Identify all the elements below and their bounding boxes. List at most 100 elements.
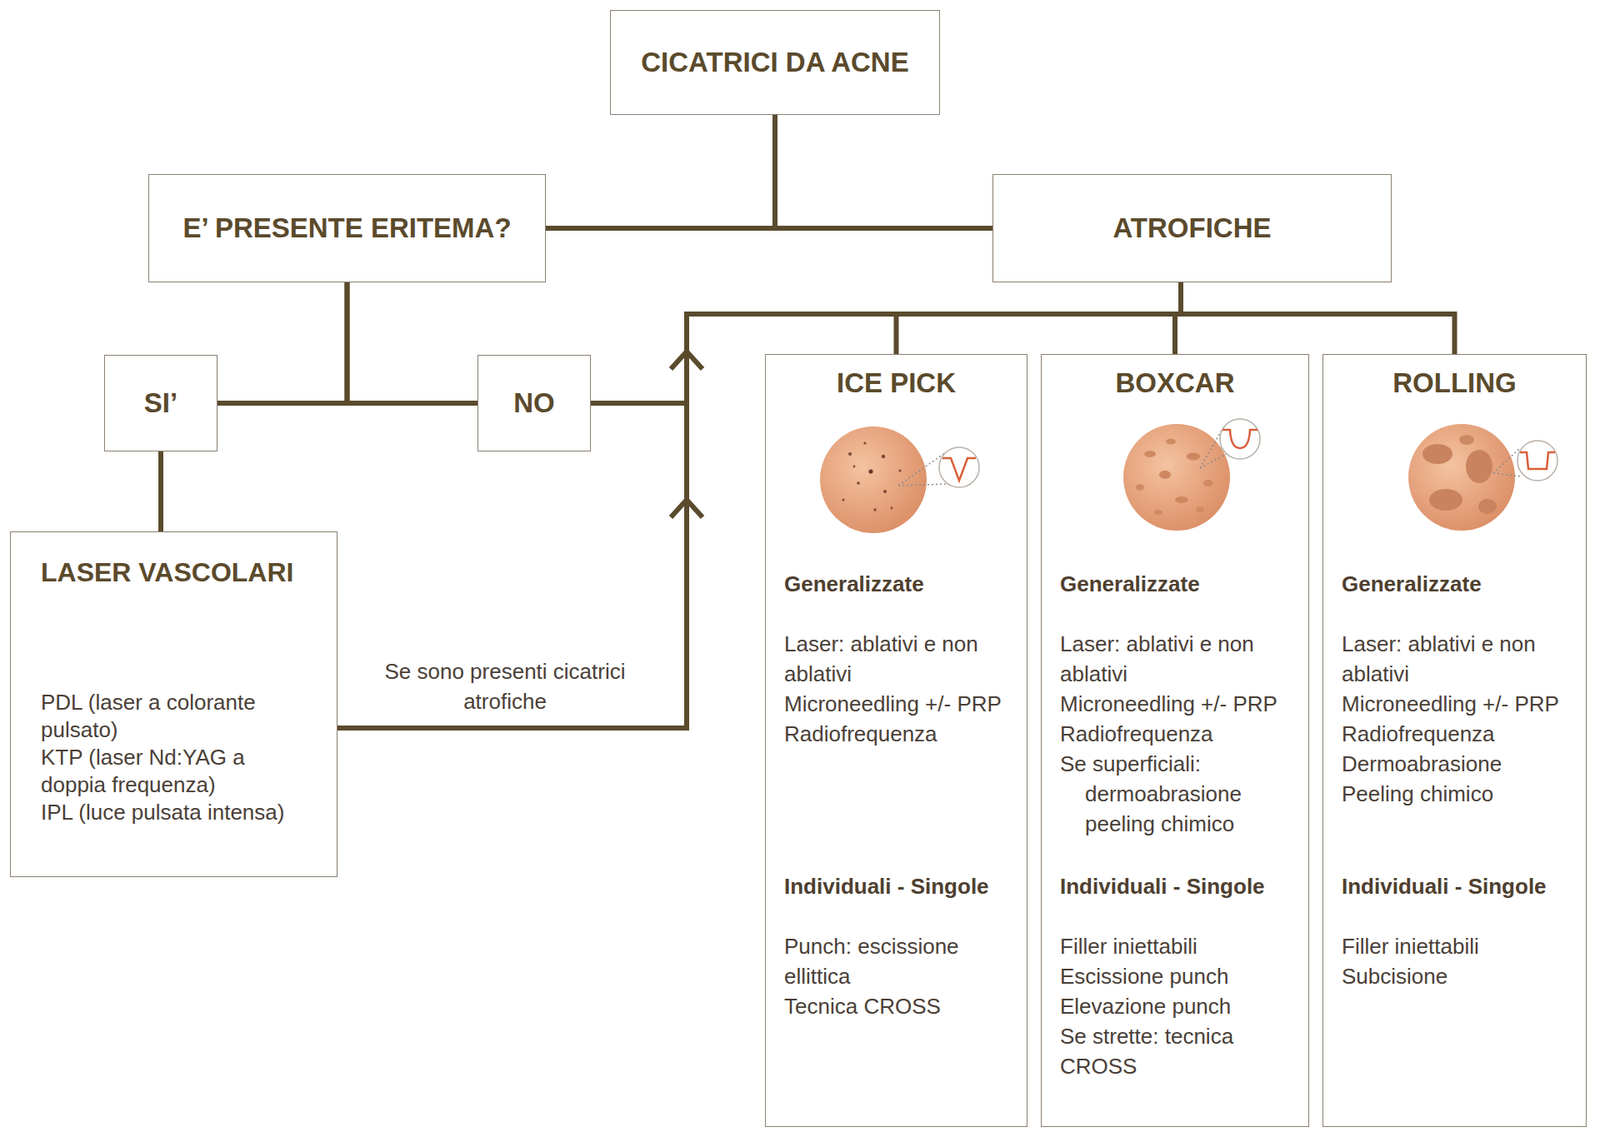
text-group: Individuali - Singole bbox=[1060, 871, 1305, 902]
pore-dot bbox=[898, 469, 901, 472]
boxcar-illustration bbox=[1123, 419, 1260, 531]
scar-profile bbox=[1222, 430, 1258, 449]
treatment-item: Radiofrequenza bbox=[1341, 719, 1583, 750]
label-wrap: SI’ bbox=[144, 386, 178, 420]
leader-line bbox=[1200, 454, 1227, 469]
connector-line bbox=[896, 282, 1182, 355]
rolling-illustration bbox=[1408, 424, 1558, 531]
connector bbox=[775, 115, 993, 229]
scar-patch bbox=[1186, 453, 1200, 461]
connector-line bbox=[217, 282, 348, 404]
scar-profile bbox=[1520, 452, 1555, 470]
section-heading: Generalizzate bbox=[784, 569, 1024, 600]
connector-line bbox=[347, 282, 479, 404]
ice-pick-illustration bbox=[820, 426, 980, 534]
text-group: Filler iniettabiliSubcisione bbox=[1341, 931, 1583, 992]
connector-line bbox=[1180, 282, 1455, 355]
treatment-item: Escissione punch bbox=[1060, 961, 1305, 992]
text-group: ICE PICK bbox=[765, 366, 1027, 400]
connector bbox=[896, 282, 1182, 355]
text-group: Laser: ablativi e non ablativiMicroneedl… bbox=[784, 629, 1024, 750]
scar-type-column: BOXCARGeneralizzateLaser: ablativi e non… bbox=[1040, 354, 1310, 1128]
decision-box: E’ PRESENTE ERITEMA? bbox=[148, 174, 546, 283]
treatment-item: PDL (laser a colorante pulsato) bbox=[40, 689, 312, 745]
text-group: PDL (laser a colorante pulsato)KTP (lase… bbox=[40, 689, 312, 827]
text-group: Generalizzate bbox=[784, 569, 1024, 600]
text-group: Laser: ablativi e non ablativiMicroneedl… bbox=[1060, 629, 1305, 840]
text-group: Punch: escissione ellitticaTecnica CROSS bbox=[784, 931, 1024, 1022]
treatment-item: Laser: ablativi e non ablativi bbox=[784, 629, 1024, 690]
treatment-item: Elevazione punch bbox=[1060, 991, 1305, 1022]
treatment-box: LASER VASCOLARI PDL (laser a colorante pu… bbox=[10, 531, 338, 878]
leader-line bbox=[1200, 427, 1224, 469]
column-heading: ROLLING bbox=[1323, 366, 1586, 400]
pore-dot bbox=[842, 499, 845, 502]
scar-type-column: ROLLING GeneralizzateLaser: ablativi e no… bbox=[1322, 354, 1587, 1128]
text-group: Individuali - Singole bbox=[1341, 871, 1583, 902]
box-label: CICATRICI DA ACNE bbox=[640, 45, 909, 80]
pore-dot bbox=[856, 481, 860, 485]
magnifier bbox=[1220, 419, 1260, 460]
scar-patch bbox=[1159, 470, 1171, 480]
connector-line bbox=[545, 115, 775, 229]
pore-dot bbox=[853, 465, 856, 469]
answer-box: NO bbox=[477, 355, 591, 452]
treatment-item: Punch: escissione ellittica bbox=[784, 931, 1024, 992]
pore-dot bbox=[863, 441, 866, 445]
treatment-item: Se superficiali: bbox=[1060, 749, 1305, 780]
scar-blotch bbox=[1422, 444, 1453, 465]
treatment-item: Filler iniettabili bbox=[1341, 931, 1583, 962]
answer-box: SI’ bbox=[104, 355, 218, 452]
arrow-head bbox=[670, 500, 703, 518]
treatment-item: Radiofrequenza bbox=[1060, 719, 1305, 750]
scar-blotch bbox=[1429, 489, 1463, 511]
section-heading: Generalizzate bbox=[1341, 569, 1583, 600]
skin-disc bbox=[820, 426, 927, 534]
connector bbox=[160, 451, 162, 532]
pore-dot bbox=[881, 455, 885, 459]
connector-line bbox=[775, 115, 993, 229]
treatment-item: Microneedling +/- PRP bbox=[1060, 689, 1305, 720]
scar-patch bbox=[1154, 510, 1163, 515]
text-group: Individuali - Singole bbox=[784, 871, 1024, 902]
treatment-item: KTP (laser Nd:YAG a doppia frequenza) bbox=[40, 744, 312, 800]
treatment-item: Se strette: tecnica CROSS bbox=[1060, 1021, 1305, 1082]
treatment-item: Radiofrequenza bbox=[784, 719, 1024, 750]
section-heading: Individuali - Singole bbox=[1060, 871, 1305, 902]
box-heading: LASER VASCOLARI bbox=[40, 555, 312, 590]
scar-patch bbox=[1195, 507, 1205, 514]
scar-type-column: ICE PICK GeneralizzateLaser: ablativi e n… bbox=[765, 354, 1028, 1128]
label-wrap: ATROFICHE bbox=[1112, 211, 1271, 245]
label-wrap: E’ PRESENTE ERITEMA? bbox=[182, 211, 511, 245]
section-heading: Individuali - Singole bbox=[784, 871, 1024, 902]
treatment-item: Microneedling +/- PRP bbox=[784, 689, 1024, 720]
leader-line bbox=[898, 452, 946, 486]
box-label: NO bbox=[513, 386, 555, 420]
skin-disc bbox=[1123, 424, 1230, 531]
text-group: Laser: ablativi e non ablativiMicroneedl… bbox=[1341, 629, 1583, 810]
leader-line bbox=[898, 484, 948, 486]
scar-blotch bbox=[1459, 435, 1475, 445]
scar-blotch bbox=[1465, 450, 1493, 484]
section-heading: Generalizzate bbox=[1060, 569, 1305, 600]
treatment-item: Tecnica CROSS bbox=[784, 991, 1024, 1022]
connector bbox=[1180, 282, 1455, 355]
section-heading: Individuali - Singole bbox=[1341, 871, 1583, 902]
pore-dot bbox=[873, 508, 876, 511]
edge-label: Se sono presenti cicatrici atrofiche bbox=[371, 656, 639, 717]
treatment-item: peeling chimico bbox=[1060, 809, 1305, 840]
treatment-item: Microneedling +/- PRP bbox=[1341, 689, 1583, 720]
scar-patch bbox=[1144, 450, 1156, 458]
treatment-item: dermoabrasione bbox=[1060, 779, 1305, 810]
treatment-item: Filler iniettabili bbox=[1060, 931, 1305, 962]
scar-blotch bbox=[1478, 499, 1497, 515]
scar-patch bbox=[1135, 484, 1145, 491]
pore-dot bbox=[883, 490, 887, 494]
category-box: ATROFICHE bbox=[992, 174, 1392, 283]
treatment-item: Peeling chimico bbox=[1341, 779, 1583, 810]
scar-patch bbox=[1175, 496, 1189, 504]
pore-dot bbox=[890, 507, 894, 510]
treatment-item: Laser: ablativi e non ablativi bbox=[1060, 629, 1305, 690]
treatment-item: Dermoabrasione bbox=[1341, 749, 1583, 780]
